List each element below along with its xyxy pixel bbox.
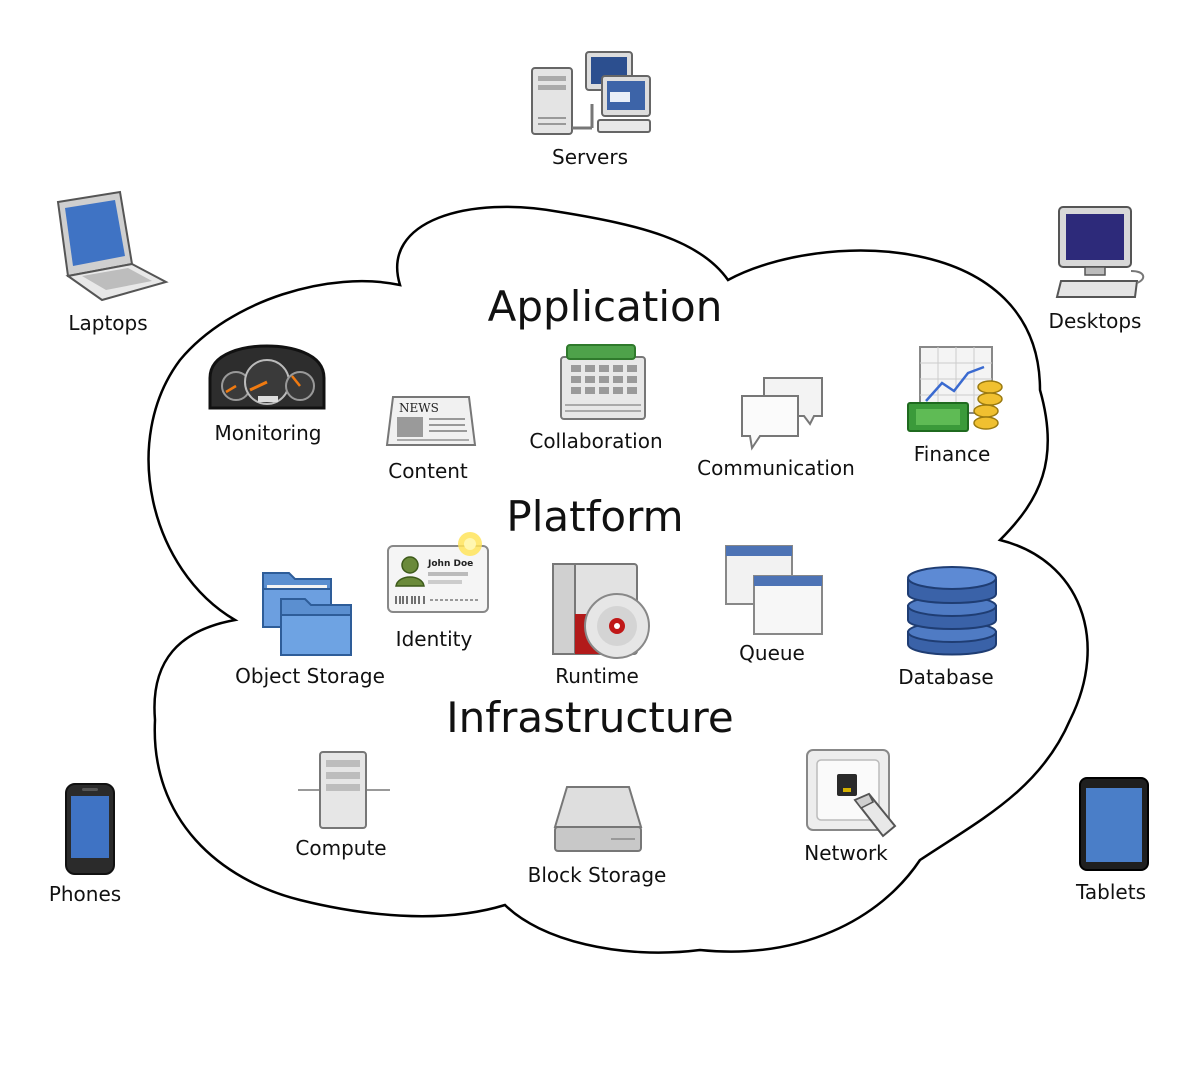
laptop-icon (48, 190, 170, 305)
content-label: Content (388, 459, 468, 483)
runtime-label: Runtime (555, 664, 639, 688)
layer-title-application: Application (487, 282, 723, 331)
servers-icon (528, 48, 653, 138)
phone-icon (64, 782, 116, 876)
tablet-icon (1078, 776, 1150, 872)
phones-label: Phones (48, 882, 122, 906)
compute-server-icon (296, 748, 392, 832)
database-label: Database (898, 665, 994, 689)
folders-icon (261, 563, 357, 659)
network-port-icon (803, 748, 899, 844)
queue-windows-icon (724, 544, 826, 638)
desktop-icon (1055, 205, 1150, 300)
layer-title-infrastructure: Infrastructure (446, 693, 734, 742)
monitoring-label: Monitoring (214, 421, 322, 445)
finance-chart-icon (906, 343, 1006, 435)
id-card-icon: John Doe (386, 530, 492, 616)
layer-title-platform: Platform (506, 492, 684, 541)
tablets-label: Tablets (1076, 880, 1146, 904)
laptops-label: Laptops (68, 311, 148, 335)
calendar-icon (553, 343, 653, 423)
communication-label: Communication (697, 456, 855, 480)
desktops-label: Desktops (1048, 309, 1142, 333)
compute-label: Compute (295, 836, 387, 860)
hard-drive-icon (551, 783, 645, 855)
collaboration-label: Collaboration (529, 429, 663, 453)
block-storage-label: Block Storage (527, 863, 667, 887)
servers-label: Servers (551, 145, 629, 169)
id-name-text: John Doe (427, 559, 473, 569)
news-text: NEWS (399, 401, 439, 415)
finance-label: Finance (913, 442, 991, 466)
newspaper-icon: NEWS (385, 393, 477, 449)
chat-bubbles-icon (738, 374, 828, 454)
identity-label: Identity (395, 627, 473, 651)
runtime-disc-icon (549, 562, 655, 662)
dashboard-gauge-icon (206, 342, 328, 414)
object-storage-label: Object Storage (235, 664, 385, 688)
database-icon (904, 564, 1000, 658)
network-label: Network (804, 841, 888, 865)
queue-label: Queue (739, 641, 805, 665)
